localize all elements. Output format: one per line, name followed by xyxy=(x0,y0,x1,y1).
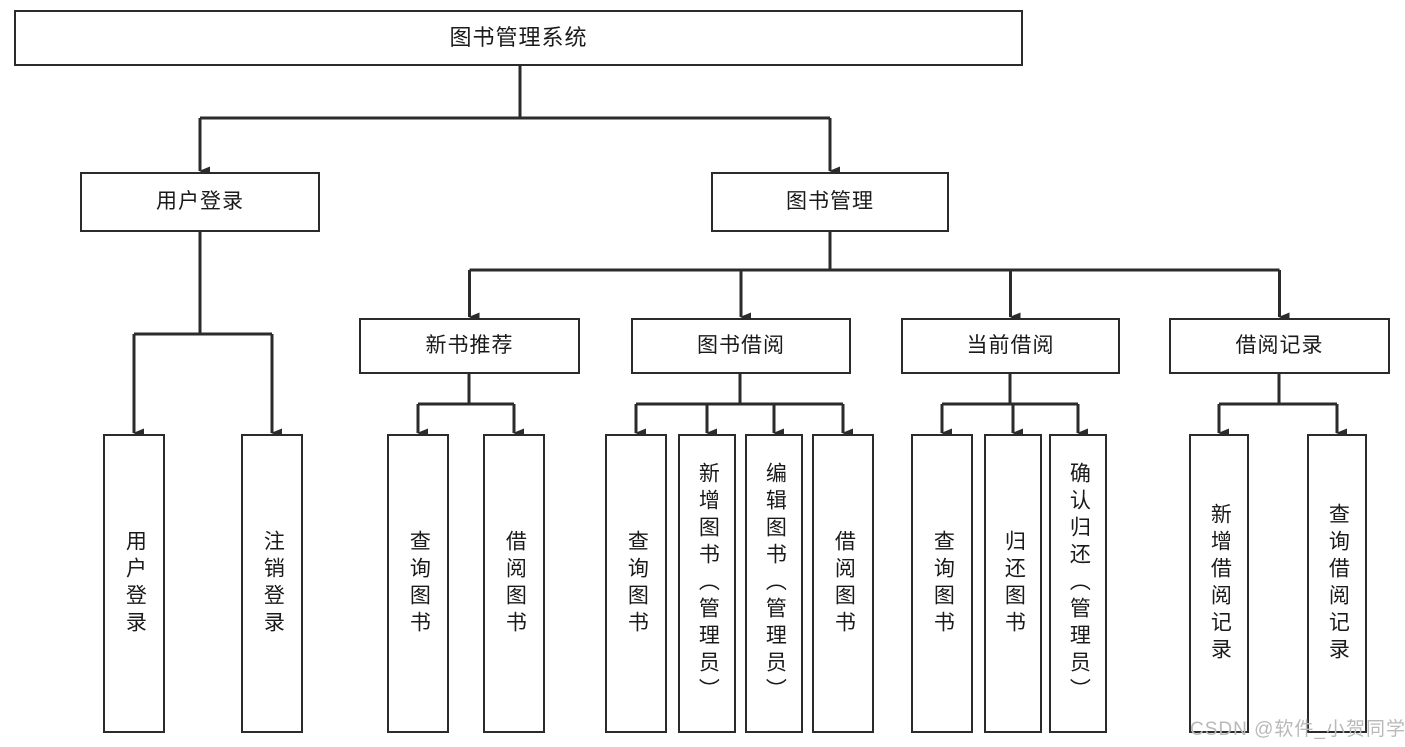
node-leaf-return[interactable]: 归还图书 xyxy=(984,434,1042,733)
node-new-book-rec[interactable]: 新书推荐 xyxy=(359,318,580,374)
node-leaf-user-login[interactable]: 用户登录 xyxy=(103,434,165,733)
node-label-leaf-borrow-2: 借阅图书 xyxy=(832,529,856,638)
node-label-leaf-query-rec: 查询借阅记录 xyxy=(1326,502,1350,665)
node-label-leaf-query-2: 查询图书 xyxy=(625,529,649,638)
node-label-book-borrow: 图书借阅 xyxy=(697,333,785,357)
node-label-user-login: 用户登录 xyxy=(156,189,244,213)
node-leaf-borrow-1[interactable]: 借阅图书 xyxy=(483,434,545,733)
node-label-new-book-rec: 新书推荐 xyxy=(425,333,514,357)
node-label-leaf-add-book: 新增图书（管理员） xyxy=(696,462,720,705)
node-leaf-query-2[interactable]: 查询图书 xyxy=(605,434,667,733)
node-book-manage[interactable]: 图书管理 xyxy=(711,172,949,232)
node-label-current-borrow: 当前借阅 xyxy=(966,333,1055,357)
node-leaf-logout[interactable]: 注销登录 xyxy=(241,434,303,733)
node-leaf-query-1[interactable]: 查询图书 xyxy=(387,434,449,733)
node-root[interactable]: 图书管理系统 xyxy=(14,10,1023,66)
node-leaf-query-rec[interactable]: 查询借阅记录 xyxy=(1307,434,1367,733)
node-leaf-query-3[interactable]: 查询图书 xyxy=(911,434,973,733)
node-label-root: 图书管理系统 xyxy=(449,25,588,51)
node-leaf-edit-book[interactable]: 编辑图书（管理员） xyxy=(745,434,803,733)
connector-lines xyxy=(132,66,1347,438)
node-leaf-add-rec[interactable]: 新增借阅记录 xyxy=(1189,434,1249,733)
node-label-leaf-edit-book: 编辑图书（管理员） xyxy=(763,462,787,705)
node-label-borrow-record: 借阅记录 xyxy=(1235,333,1324,357)
node-leaf-add-book[interactable]: 新增图书（管理员） xyxy=(678,434,736,733)
node-label-leaf-confirm: 确认归还（管理员） xyxy=(1067,462,1091,705)
node-label-book-manage: 图书管理 xyxy=(786,189,874,213)
node-borrow-record[interactable]: 借阅记录 xyxy=(1169,318,1390,374)
node-label-leaf-query-3: 查询图书 xyxy=(931,529,955,638)
node-label-leaf-add-rec: 新增借阅记录 xyxy=(1208,502,1232,665)
node-book-borrow[interactable]: 图书借阅 xyxy=(631,318,851,374)
node-current-borrow[interactable]: 当前借阅 xyxy=(901,318,1120,374)
node-label-leaf-logout: 注销登录 xyxy=(261,529,285,638)
node-leaf-borrow-2[interactable]: 借阅图书 xyxy=(812,434,874,733)
node-label-leaf-return: 归还图书 xyxy=(1002,529,1026,638)
node-label-leaf-query-1: 查询图书 xyxy=(407,529,431,638)
node-label-leaf-borrow-1: 借阅图书 xyxy=(503,529,527,638)
node-leaf-confirm[interactable]: 确认归还（管理员） xyxy=(1049,434,1107,733)
node-user-login[interactable]: 用户登录 xyxy=(80,172,320,232)
node-label-leaf-user-login: 用户登录 xyxy=(123,529,147,638)
